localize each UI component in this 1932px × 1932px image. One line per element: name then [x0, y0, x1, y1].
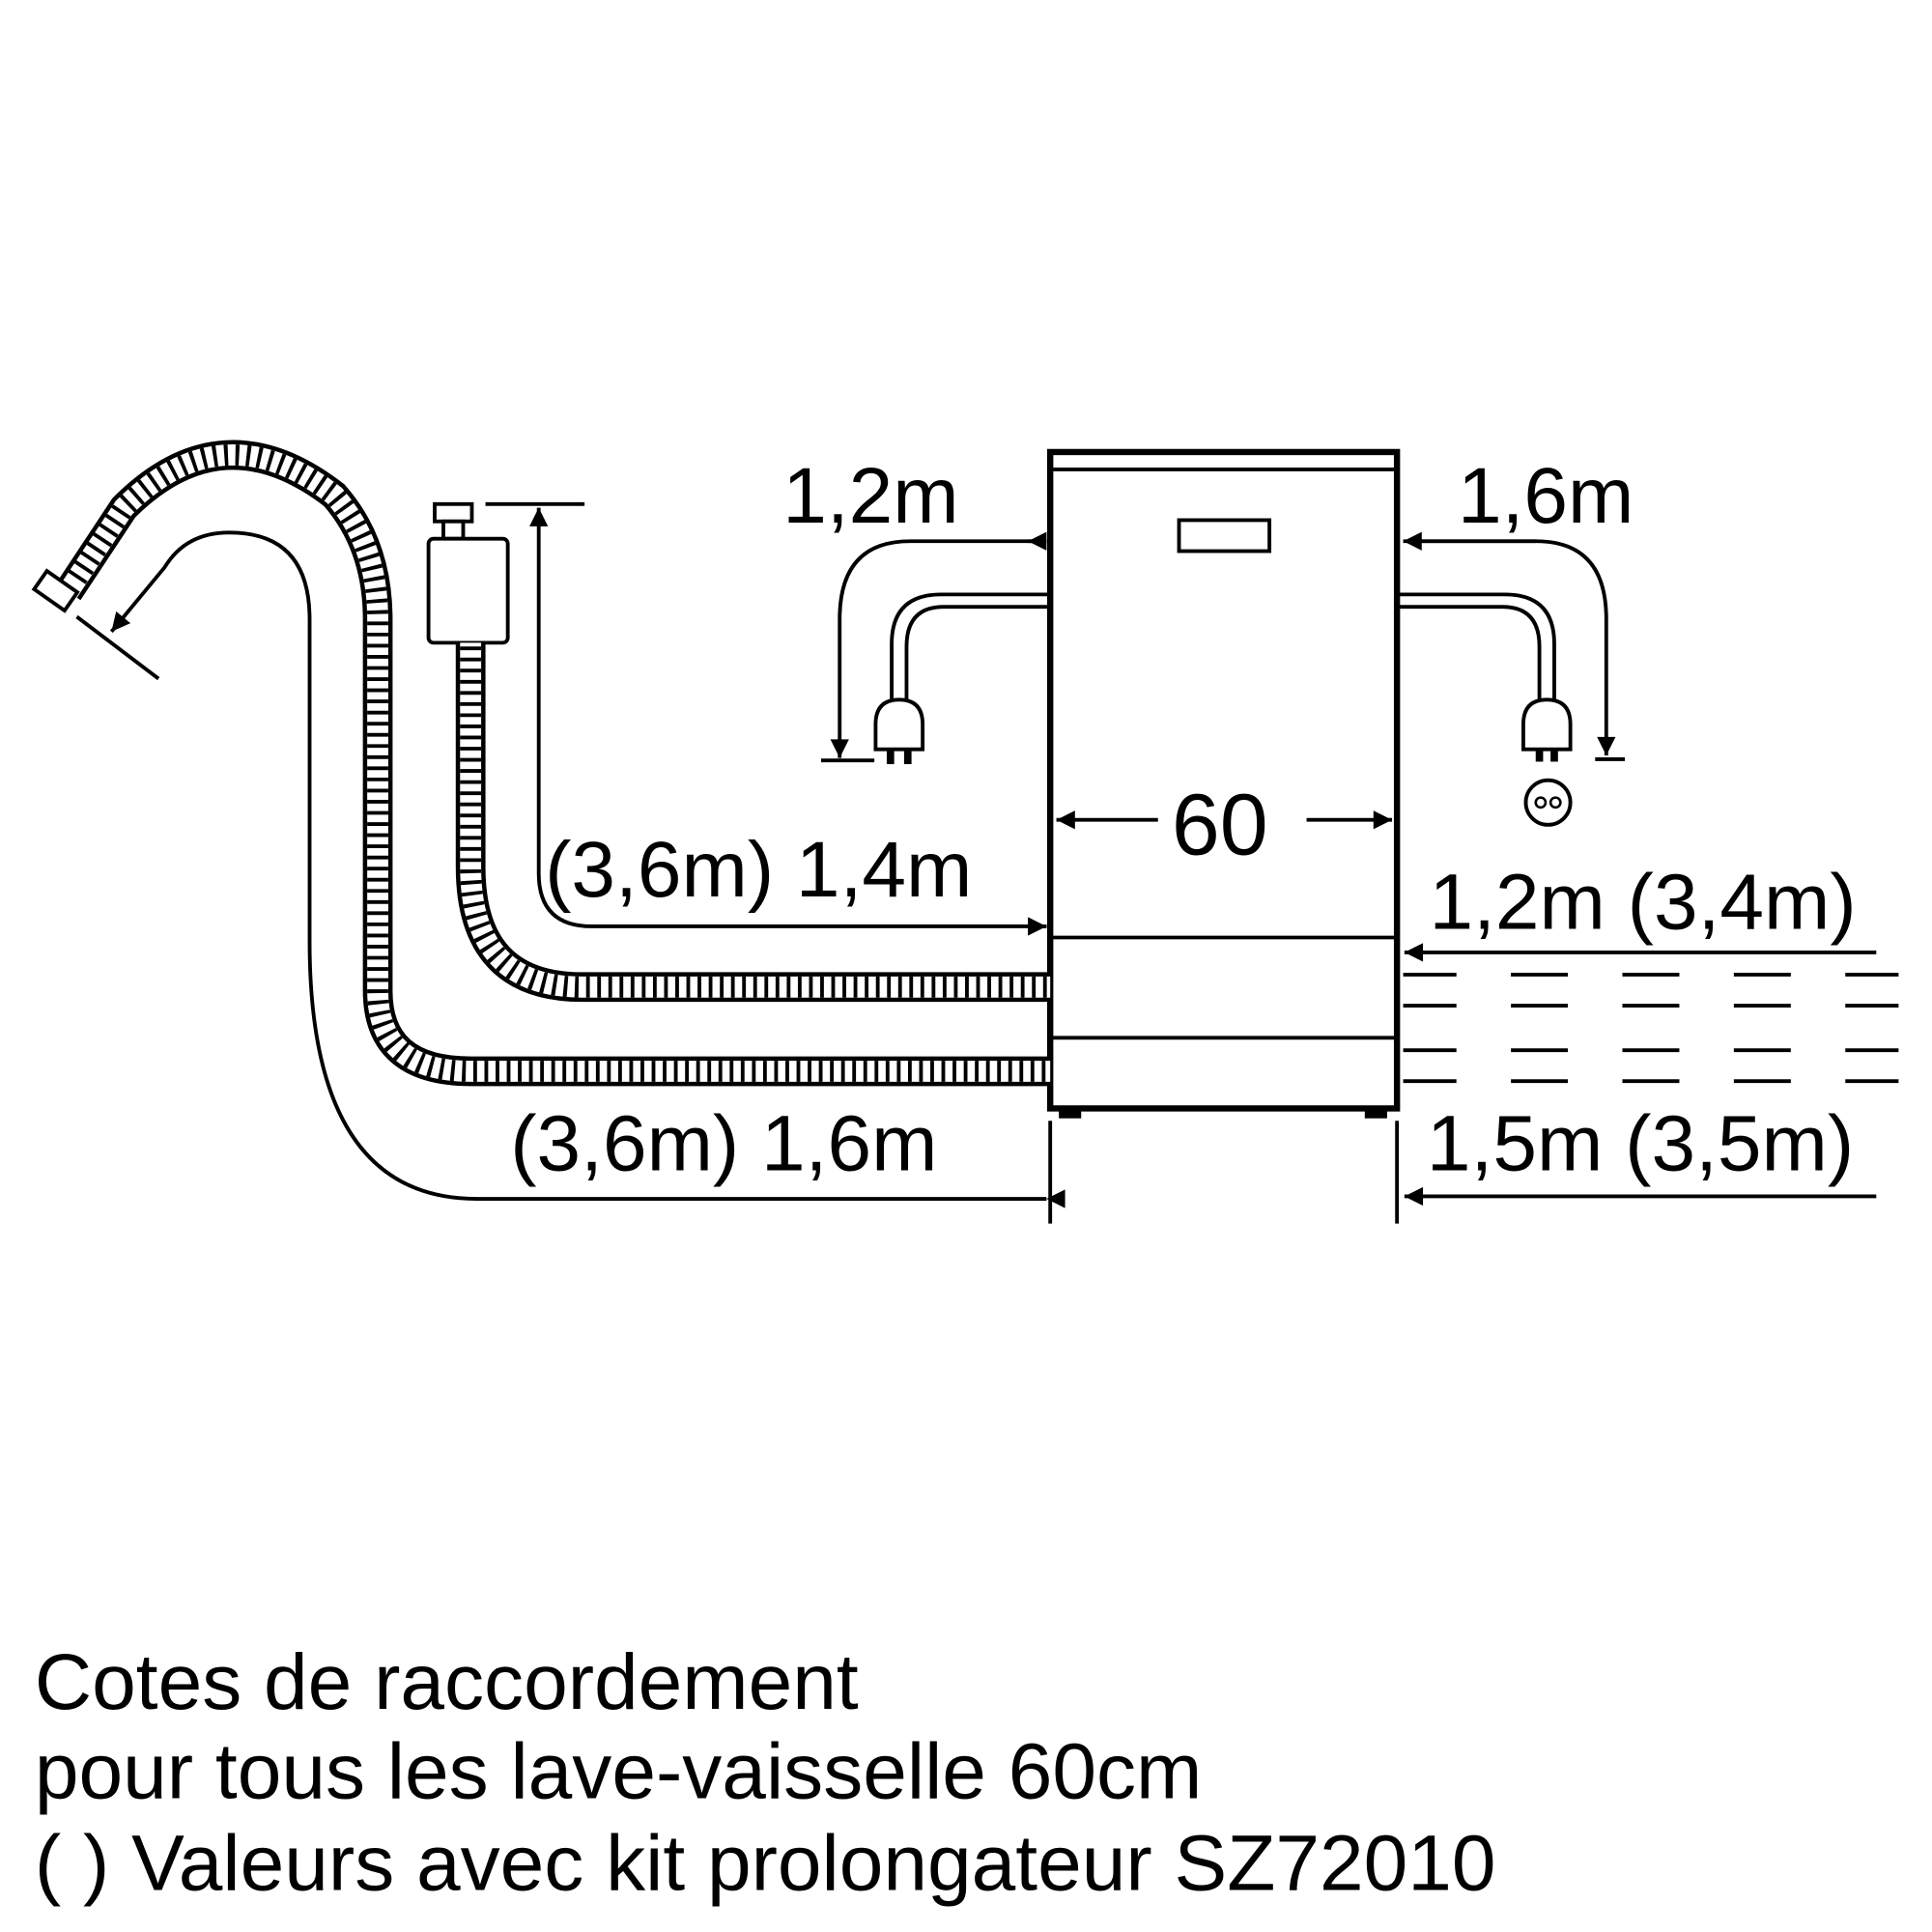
caption-line-2: pour tous les lave-vaisselle 60cm: [35, 1728, 1202, 1816]
label-left-power-cable: 1,2m: [782, 452, 958, 540]
plug-icon: [873, 697, 925, 752]
inlet-hose: [426, 501, 1051, 1003]
label-inlet-hose: (3,6m) 1,4m: [545, 826, 972, 914]
right-side-connections: [1048, 943, 1899, 1224]
label-drain-hose: (3,6m) 1,6m: [510, 1100, 937, 1188]
label-right-power-cable: 1,6m: [1458, 452, 1634, 540]
label-right-inlet: 1,2m (3,4m): [1429, 859, 1856, 947]
label-width: 60: [1172, 778, 1268, 874]
left-power-cable: [821, 531, 1051, 765]
control-panel-display: [1177, 518, 1272, 554]
drain-hose: [31, 440, 1065, 1208]
foot-right: [1364, 1108, 1387, 1119]
foot-left: [1059, 1108, 1082, 1119]
caption-line-3: ( ) Valeurs avec kit prolongateur SZ7201…: [35, 1819, 1496, 1907]
label-right-drain: 1,5m (3,5m): [1427, 1100, 1854, 1188]
drain-nozzle-icon: [31, 568, 80, 613]
socket-icon: [1523, 778, 1573, 827]
tap-connector-icon: [433, 501, 474, 524]
caption-line-1: Cotes de raccordement: [35, 1638, 859, 1726]
plug-icon: [1521, 697, 1573, 752]
right-power-cable: [1397, 531, 1626, 827]
